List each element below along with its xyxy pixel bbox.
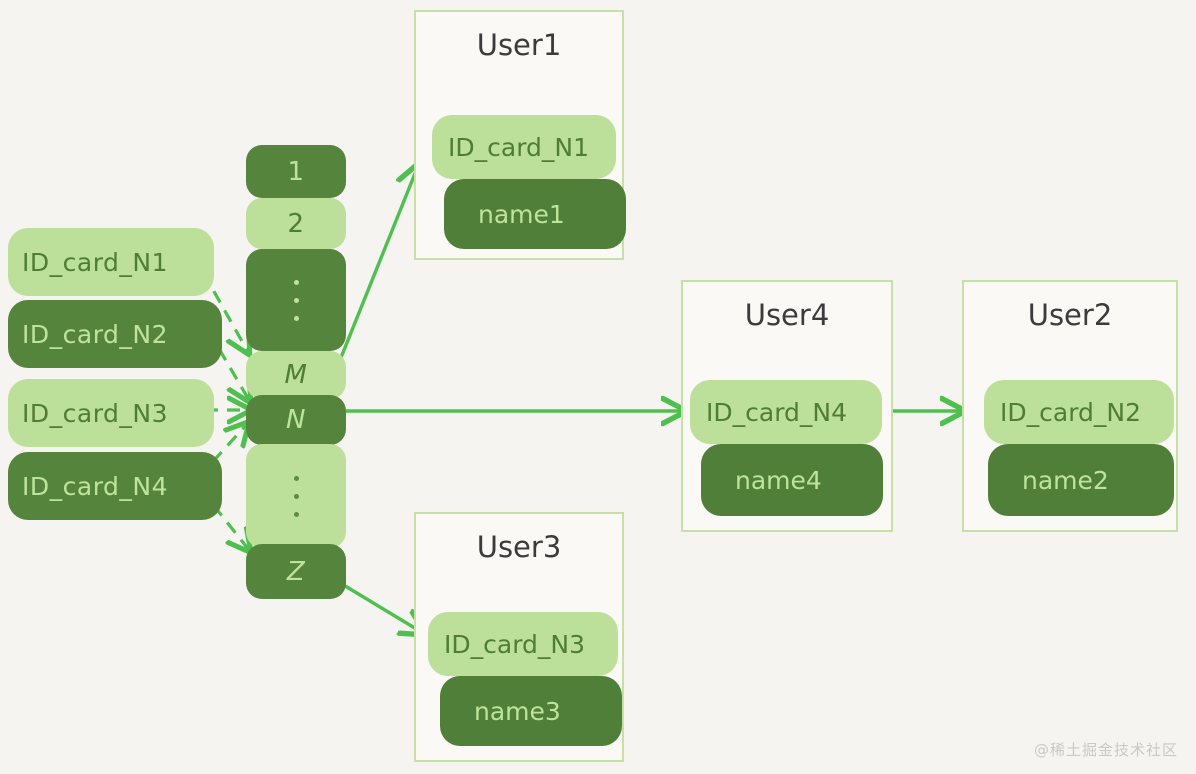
link-bucketM-to-user1 bbox=[336, 166, 418, 366]
user4-name[interactable]: name4 bbox=[701, 444, 883, 516]
id-card-1[interactable]: ID_card_N1 bbox=[8, 228, 214, 296]
user3-id-card[interactable]: ID_card_N3 bbox=[428, 612, 618, 676]
user4-id-card[interactable]: ID_card_N4 bbox=[690, 380, 882, 444]
bucket-m[interactable]: M bbox=[246, 351, 346, 399]
vertical-ellipsis-icon bbox=[246, 249, 346, 351]
user-box-user4[interactable]: User4 ID_card_N4 name4 bbox=[681, 280, 893, 532]
user3-id-card-label: ID_card_N3 bbox=[444, 629, 586, 659]
user2-name[interactable]: name2 bbox=[988, 444, 1174, 516]
user1-name-label: name1 bbox=[478, 199, 565, 229]
bucket-n-label: N bbox=[286, 405, 306, 435]
id-card-2-label: ID_card_N2 bbox=[22, 319, 169, 349]
bucket-z[interactable]: Z bbox=[246, 544, 346, 599]
bucket-1[interactable]: 1 bbox=[246, 145, 346, 198]
bucket-ellipsis-lower bbox=[246, 444, 346, 548]
user2-title: User2 bbox=[1027, 298, 1113, 332]
bucket-2[interactable]: 2 bbox=[246, 198, 346, 249]
id-card-4-label: ID_card_N4 bbox=[22, 471, 169, 501]
bucket-m-label: M bbox=[284, 360, 308, 390]
user1-title: User1 bbox=[476, 28, 562, 62]
user-box-user1[interactable]: User1 ID_card_N1 name1 bbox=[414, 10, 626, 260]
user1-id-card-label: ID_card_N1 bbox=[448, 132, 590, 162]
watermark: @稀土掘金技术社区 bbox=[1033, 741, 1178, 759]
user2-id-card-label: ID_card_N2 bbox=[1000, 397, 1142, 427]
user4-id-card-label: ID_card_N4 bbox=[706, 397, 848, 427]
user1-id-card[interactable]: ID_card_N1 bbox=[432, 115, 616, 179]
user1-name[interactable]: name1 bbox=[444, 179, 626, 249]
id-card-1-label: ID_card_N1 bbox=[22, 247, 169, 277]
user2-name-label: name2 bbox=[1022, 465, 1109, 495]
bucket-ellipsis-upper bbox=[246, 249, 346, 351]
vertical-ellipsis-icon bbox=[246, 444, 346, 548]
user4-name-label: name4 bbox=[735, 465, 822, 495]
user3-title: User3 bbox=[476, 530, 562, 564]
user-box-user3[interactable]: User3 ID_card_N3 name3 bbox=[414, 512, 624, 762]
bucket-1-label: 1 bbox=[287, 156, 305, 187]
id-card-2[interactable]: ID_card_N2 bbox=[8, 300, 222, 368]
user3-name[interactable]: name3 bbox=[440, 676, 622, 746]
user-box-user2[interactable]: User2 ID_card_N2 name2 bbox=[962, 280, 1178, 532]
id-card-3-label: ID_card_N3 bbox=[22, 398, 169, 428]
user3-name-label: name3 bbox=[474, 696, 561, 726]
bucket-z-label: Z bbox=[286, 556, 306, 587]
bucket-n[interactable]: N bbox=[246, 395, 346, 445]
user4-title: User4 bbox=[744, 298, 830, 332]
bucket-2-label: 2 bbox=[287, 208, 305, 239]
user2-id-card[interactable]: ID_card_N2 bbox=[984, 380, 1174, 444]
id-card-4[interactable]: ID_card_N4 bbox=[8, 452, 222, 520]
id-card-3[interactable]: ID_card_N3 bbox=[8, 379, 214, 447]
